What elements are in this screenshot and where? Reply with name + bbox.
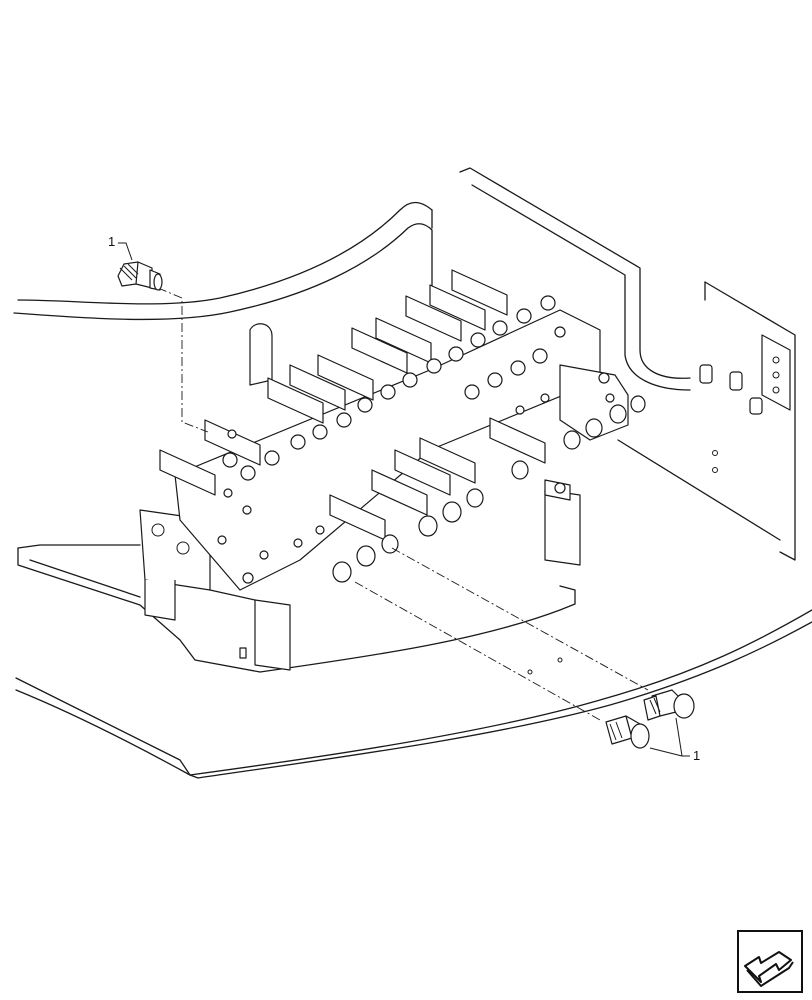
fitting-leader-lines <box>157 287 649 721</box>
elbow-fitting-top <box>117 261 163 291</box>
next-page-button[interactable] <box>737 930 803 993</box>
elbow-fitting-right <box>643 689 695 721</box>
callout-label: 1 <box>108 234 115 249</box>
floor-plate <box>15 544 812 779</box>
control-valve-bank <box>159 269 646 591</box>
upper-shroud <box>13 201 433 321</box>
callout-top: 1 <box>108 234 133 261</box>
spool-actuators-lower <box>329 417 546 541</box>
wall-bracket <box>699 334 791 415</box>
rear-panel <box>459 167 796 561</box>
spool-actuators-upper <box>159 269 508 496</box>
elbow-fitting-left <box>605 715 650 749</box>
next-page-arrow-icon <box>744 951 794 987</box>
valve-bolts <box>217 326 566 584</box>
valve-ports <box>222 295 646 583</box>
callout-label: 1 <box>693 748 700 763</box>
callout-bottom: 1 <box>649 717 700 763</box>
